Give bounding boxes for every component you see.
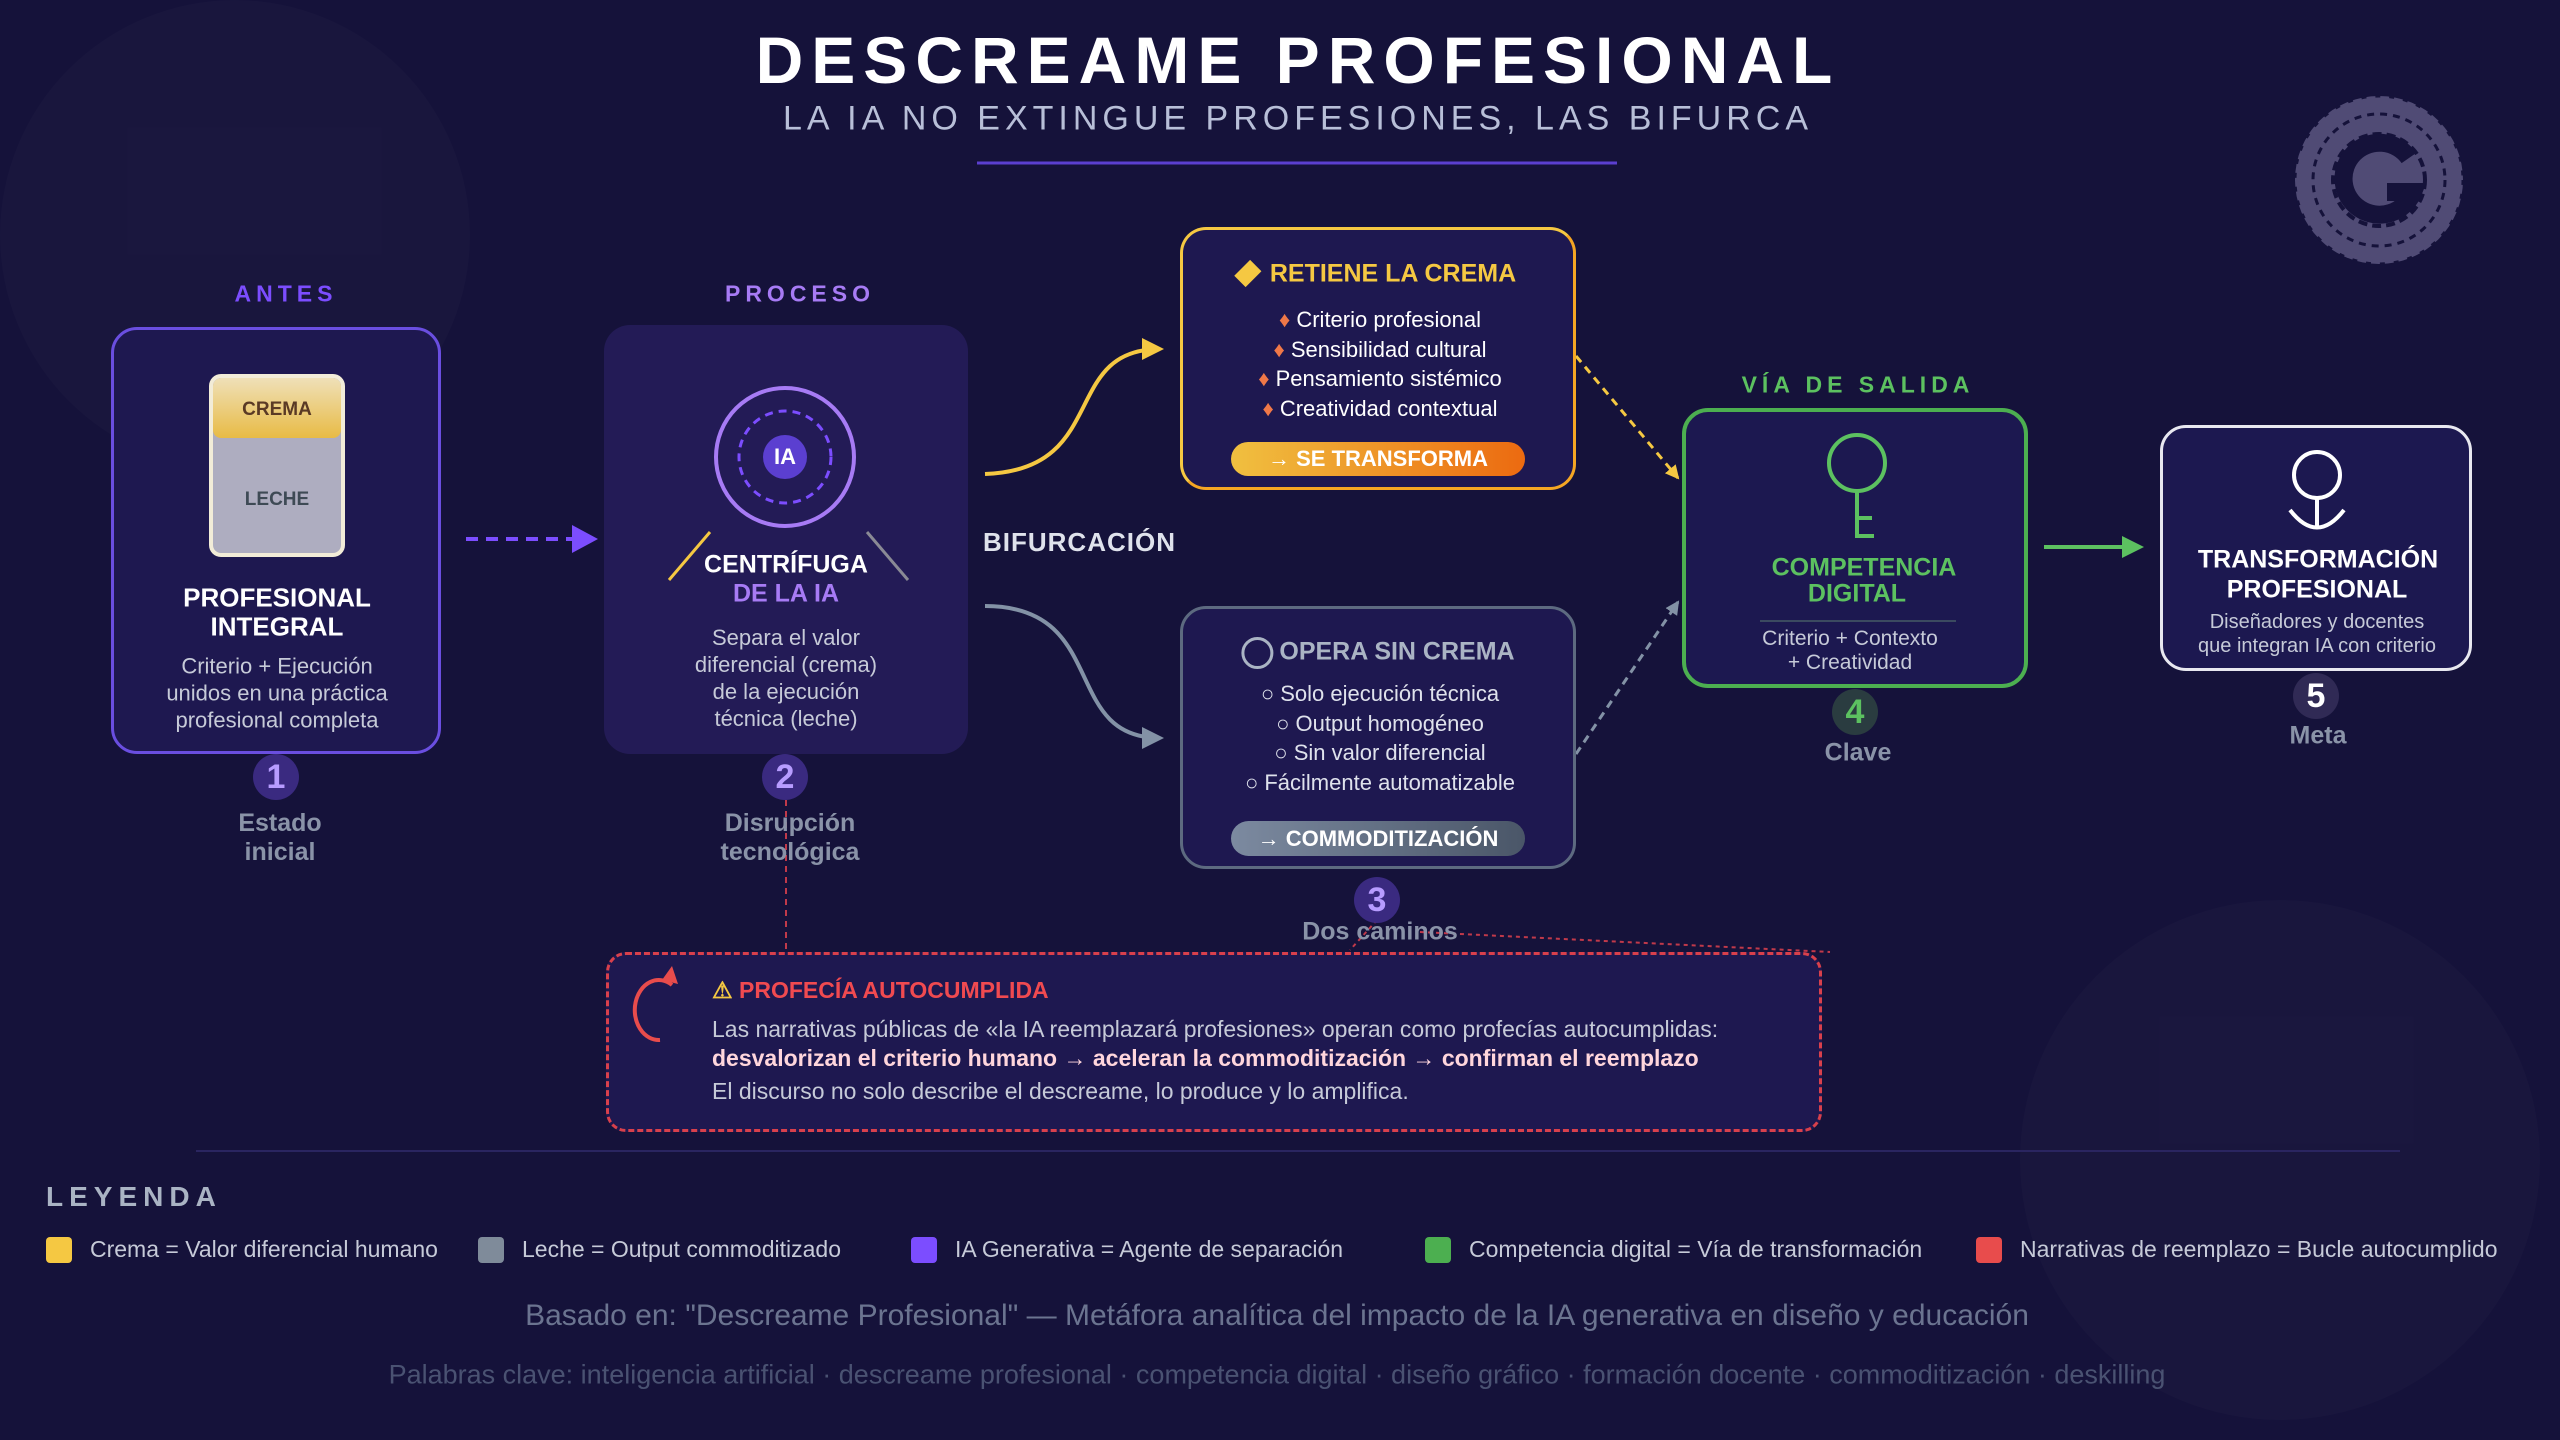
legend-item-competencia: Competencia digital = Vía de transformac…: [1425, 1236, 1922, 1263]
card-title: COMPETENCIA: [1771, 553, 1957, 582]
list-item: ○ Sin valor diferencial: [1274, 740, 1486, 765]
page-subtitle: LA IA NO EXTINGUE PROFESIONES, LAS BIFUR…: [783, 99, 1813, 138]
list-item: ♦ Criterio profesional: [1279, 307, 1481, 332]
legend-item-narrativas: Narrativas de reemplazo = Bucle autocump…: [1976, 1236, 2498, 1263]
card-divider: [1760, 620, 1956, 622]
retain-title: RETIENE LA CREMA: [1269, 259, 1517, 288]
footer-source: Basado en: "Descreame Profesional" — Met…: [525, 1299, 2029, 1332]
list-item: ○ Solo ejecución técnica: [1260, 681, 1500, 706]
list-item: ♦ Creatividad contextual: [1262, 395, 1498, 421]
step-number-5: 5: [2293, 673, 2339, 719]
card-title: PROFESIONAL: [183, 582, 371, 613]
se-transforma-pill: → SE TRANSFORMA: [1231, 442, 1525, 476]
list-item: ♦ Pensamiento sistémico: [1258, 366, 1502, 391]
card-title: INTEGRAL: [210, 611, 344, 642]
dashed-retain-to-digital: [1574, 355, 1680, 480]
step-number-2: 2: [762, 754, 808, 800]
cream-label: CREMA: [242, 399, 312, 420]
step-caption: Dos caminos: [1302, 917, 1458, 946]
section-label-proceso: PROCESO: [724, 280, 876, 307]
warning-text-emphasis: desvalorizan el criterio humano → aceler…: [712, 1045, 1699, 1071]
legend-item-ia: IA Generativa = Agente de separación: [911, 1236, 1343, 1263]
legend-item-leche: Leche = Output commoditizado: [478, 1236, 841, 1263]
card-title: RETIENE LA CREMA: [1234, 259, 1517, 289]
list-item: ♦ Sensibilidad cultural: [1273, 336, 1487, 362]
warning-title: ⚠ PROFECÍA AUTOCUMPLIDA: [712, 977, 1049, 1004]
legend-item-crema: Crema = Valor diferencial humano: [46, 1236, 438, 1263]
step-number-1: 1: [253, 754, 299, 800]
legend-swatch: [911, 1236, 937, 1263]
curve-to-retain: [984, 338, 1164, 476]
section-label-via-salida: VÍA DE SALIDA: [1741, 371, 1975, 398]
warning-icon: ⚠: [712, 977, 740, 1003]
red-dotted-link: [1349, 919, 1831, 953]
page-title: DESCREAME PROFESIONAL: [755, 23, 1841, 97]
list-item: ○ Output homogéneo: [1276, 710, 1484, 736]
commoditizacion-pill: → COMMODITIZACIÓN: [1231, 821, 1525, 856]
without-title: OPERA SIN CREMA: [1279, 637, 1515, 666]
retain-list: ♦ Criterio profesional ♦ Sensibilidad cu…: [1258, 305, 1502, 423]
footer-keywords: Palabras clave: inteligencia artificial …: [388, 1359, 2166, 1390]
card-description: Criterio + Contexto+ Creatividad: [1762, 627, 1938, 674]
cream-milk-icon: [209, 374, 345, 557]
step-caption: Meta: [2289, 721, 2347, 750]
card-title: TRANSFORMACIÓN: [2197, 545, 2439, 574]
card-title: PROFESIONAL: [2226, 575, 2408, 604]
legend-swatch: [1425, 1236, 1451, 1263]
bifurcation-label: BIFURCACIÓN: [983, 527, 1176, 557]
card-title: DE LA IA: [732, 579, 840, 608]
dashed-without-to-digital: [1574, 600, 1680, 755]
legend-swatch: [478, 1236, 504, 1263]
legend-swatch: [46, 1236, 72, 1263]
card-title: CENTRÍFUGA: [704, 550, 868, 579]
warning-text: El discurso no solo describe el descream…: [712, 1078, 1409, 1104]
without-list: ○ Solo ejecución técnica ○ Output homogé…: [1245, 679, 1515, 797]
step-caption: Clave: [1824, 738, 1892, 767]
list-item: ○ Fácilmente automatizable: [1244, 769, 1516, 795]
warning-title-text: PROFECÍA AUTOCUMPLIDA: [739, 977, 1049, 1003]
step-number-3: 3: [1354, 877, 1400, 923]
logo-emblem: [2293, 94, 2465, 266]
step-number-4: 4: [1832, 689, 1878, 735]
milk-label: LECHE: [244, 489, 310, 510]
legend-swatch: [1976, 1236, 2002, 1263]
section-label-antes: ANTES: [234, 280, 338, 307]
legend-title: LEYENDA: [46, 1181, 222, 1212]
card-title: DIGITAL: [1807, 579, 1907, 608]
ia-badge: IA: [774, 444, 796, 469]
warning-box: [606, 952, 1822, 1132]
curve-to-without: [984, 604, 1164, 749]
card-title: OPERA SIN CREMA: [1241, 637, 1515, 669]
warning-text: Las narrativas públicas de «la IA reempl…: [712, 1016, 1719, 1042]
empty-circle-icon: [1241, 637, 1274, 669]
arrow-head: [572, 525, 598, 553]
